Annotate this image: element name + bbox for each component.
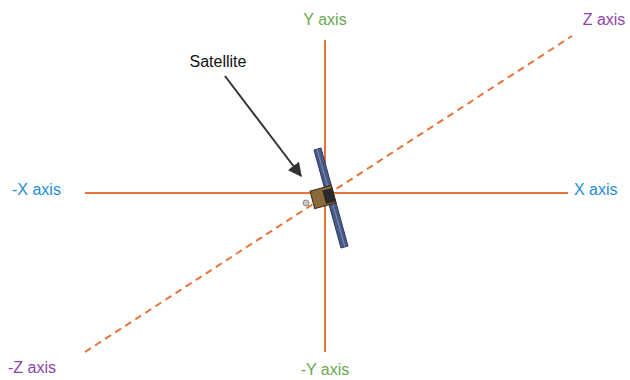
axis-label: -Z axis	[8, 358, 56, 377]
axis-label: Z axis	[583, 10, 626, 29]
axis-label: -Y axis	[301, 360, 350, 379]
z-axis-line	[85, 36, 572, 352]
satellite-figure	[303, 148, 348, 248]
axis-label: -X axis	[12, 180, 61, 199]
axis-label: Y axis	[303, 10, 346, 29]
leader-line	[225, 76, 301, 176]
callout-label: Satellite	[190, 52, 247, 71]
axis-label: X axis	[574, 180, 618, 199]
